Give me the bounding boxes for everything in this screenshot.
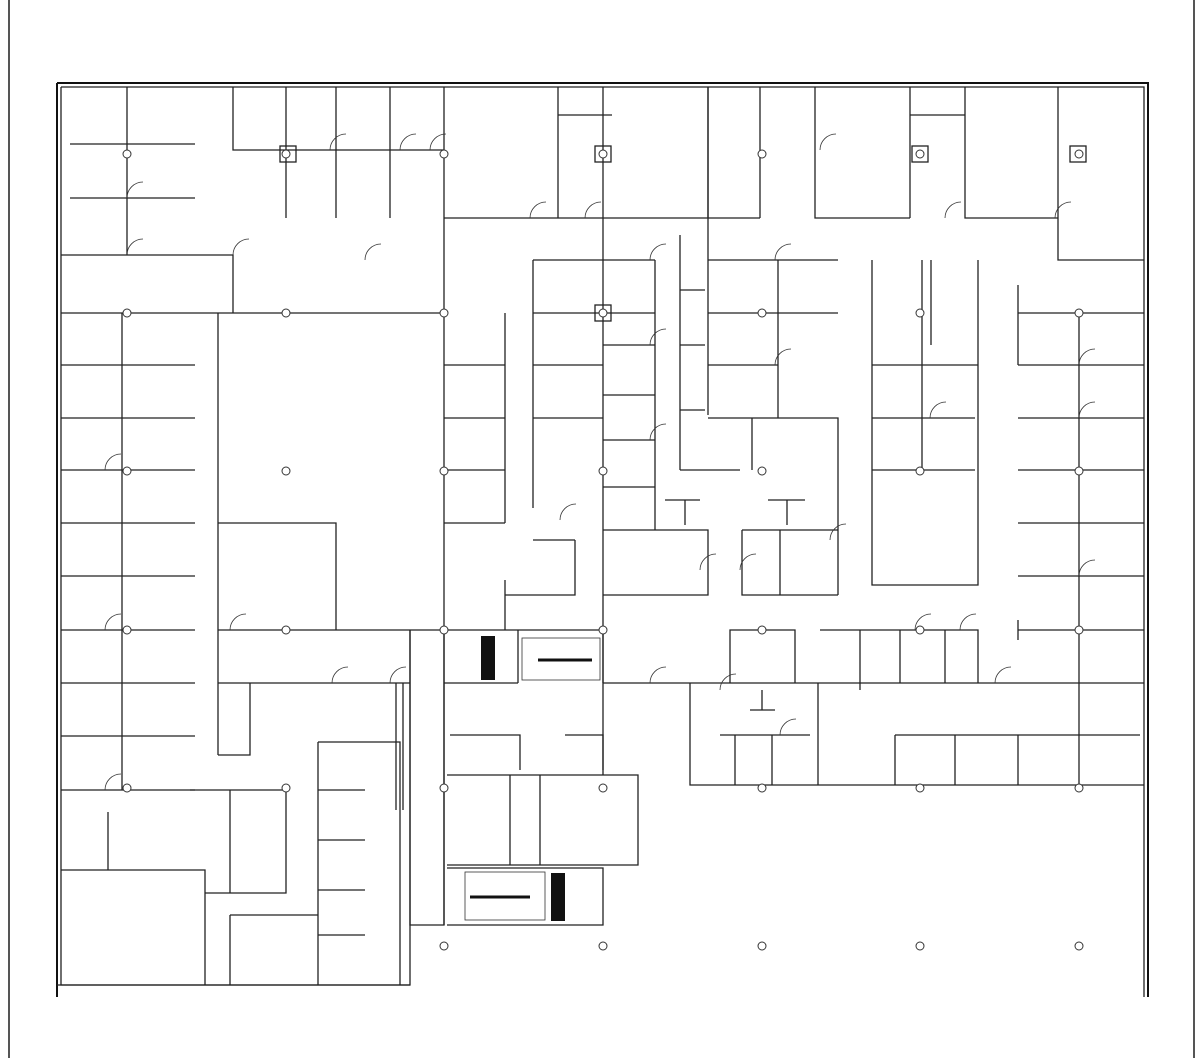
column-marker (757, 625, 767, 635)
column-marker (122, 783, 132, 793)
door-swing (819, 133, 837, 151)
column-marker (281, 783, 291, 793)
column-marker (915, 308, 925, 318)
column-marker (439, 149, 449, 159)
door-swing (1078, 559, 1096, 577)
column-marker (1074, 783, 1084, 793)
column-marker (915, 941, 925, 951)
door-swing (959, 613, 977, 631)
door-swing (914, 613, 932, 631)
column-marker (757, 466, 767, 476)
column-marker (598, 466, 608, 476)
column-marker (439, 941, 449, 951)
column-marker (439, 783, 449, 793)
interior-walls (61, 87, 1144, 985)
door-swing (829, 523, 847, 541)
column-marker (122, 625, 132, 635)
column-marker (1074, 941, 1084, 951)
door-swing (944, 201, 962, 219)
door-swing (649, 243, 667, 261)
door-swing (774, 348, 792, 366)
door-swing (649, 666, 667, 684)
door-swing (399, 133, 417, 151)
door-swing (331, 666, 349, 684)
door-swing (719, 673, 737, 691)
door-swing (584, 201, 602, 219)
column-marker (1074, 149, 1084, 159)
column-marker (915, 466, 925, 476)
column-marker (439, 466, 449, 476)
column-marker (598, 783, 608, 793)
column-marker (281, 149, 291, 159)
column-marker (281, 625, 291, 635)
column-marker (1074, 625, 1084, 635)
door-swing (529, 201, 547, 219)
column-marker (757, 308, 767, 318)
door-swing (389, 666, 407, 684)
column-marker (439, 308, 449, 318)
column-marker (281, 308, 291, 318)
column-marker (122, 308, 132, 318)
door-swing (126, 181, 144, 199)
column-marker (598, 149, 608, 159)
door-swing (1054, 201, 1072, 219)
column-marker (122, 466, 132, 476)
door-swing (104, 773, 122, 791)
door-swing (929, 401, 947, 419)
column-marker (1074, 308, 1084, 318)
column-marker (915, 625, 925, 635)
door-swing (1078, 348, 1096, 366)
column-marker (598, 941, 608, 951)
column-marker (281, 466, 291, 476)
door-swing (429, 133, 447, 151)
door-swing (994, 666, 1012, 684)
door-swing (104, 453, 122, 471)
door-swing (229, 613, 247, 631)
column-marker (439, 625, 449, 635)
door-swing (649, 423, 667, 441)
structural-columns (122, 149, 1084, 951)
page-border (8, 0, 1195, 1058)
column-marker (915, 149, 925, 159)
door-swing (649, 328, 667, 346)
door-swing (774, 243, 792, 261)
column-marker (1074, 466, 1084, 476)
door-swing (329, 133, 347, 151)
door-swing (739, 553, 757, 571)
column-marker (757, 149, 767, 159)
door-swing (232, 238, 250, 256)
door-swing (364, 243, 382, 261)
door-swing (104, 613, 122, 631)
door-swings (104, 133, 1096, 791)
column-marker (915, 783, 925, 793)
column-marker (757, 941, 767, 951)
column-marker (598, 625, 608, 635)
door-swing (126, 238, 144, 256)
door-swing (779, 718, 797, 736)
column-marker (122, 149, 132, 159)
column-marker (598, 308, 608, 318)
stair-core (279, 145, 1087, 921)
door-swing (699, 553, 717, 571)
door-swing (1078, 401, 1096, 419)
door-swing (559, 503, 577, 521)
column-marker (757, 783, 767, 793)
